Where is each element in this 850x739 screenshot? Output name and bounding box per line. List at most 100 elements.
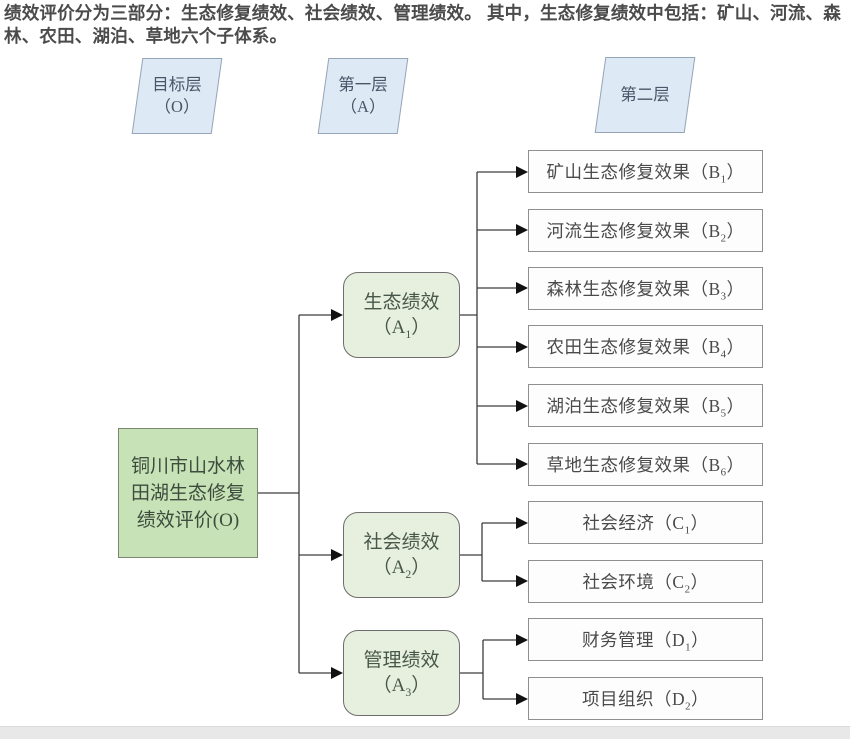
label-sub: 1 [684, 524, 691, 537]
code-suffix: ） [411, 675, 431, 696]
trunk-root-to-level1 [258, 314, 331, 674]
arrow-c1-icon [516, 517, 528, 529]
node-root-line: 铜川市山水林 [130, 455, 245, 477]
node-b3: 森林生态修复效果（B3） [528, 267, 763, 310]
node-b4: 农田生态修复效果（B4） [528, 325, 763, 368]
label-sub: 3 [720, 290, 727, 303]
arrow-b1-icon [516, 166, 528, 178]
node-b4-label: 农田生态修复效果（B4） [546, 334, 745, 361]
node-d2-label: 项目组织（D2） [581, 686, 710, 713]
intro-text: 绩效评价分为三部分：生态修复绩效、社会绩效、管理绩效。 其中，生态修复绩效中包括… [4, 3, 841, 46]
label-prefix: 财务管理（D [581, 630, 686, 650]
header-second-layer-label: 第二层 [601, 58, 689, 132]
label-prefix: 社会经济（C [582, 513, 685, 533]
node-a3-name: 管理绩效 [363, 650, 440, 671]
label-suffix: ） [726, 455, 745, 475]
node-root-line: 绩效评价(O) [136, 509, 240, 531]
header-goal-layer: 目标层 （O） [131, 58, 223, 134]
arrow-b4-icon [516, 341, 528, 353]
node-b1-label: 矿山生态修复效果（B1） [546, 159, 745, 186]
node-c2-label: 社会环境（C2） [582, 569, 709, 596]
label-sub: 5 [720, 407, 727, 420]
code-prefix: （A [372, 557, 406, 578]
code-suffix: ） [411, 557, 431, 578]
label-sub: 4 [720, 348, 727, 361]
trunk-a3-to-d [458, 639, 516, 700]
node-b1: 矿山生态修复效果（B1） [528, 150, 763, 193]
header-second-layer: 第二层 [594, 57, 696, 133]
node-d2: 项目组织（D2） [528, 677, 763, 720]
node-c1-label: 社会经济（C1） [582, 510, 709, 537]
arrow-b3-icon [516, 282, 528, 294]
node-b2: 河流生态修复效果（B2） [528, 209, 763, 252]
label-suffix: ） [690, 572, 709, 592]
arrow-a3-icon [331, 667, 343, 679]
label-suffix: ） [726, 396, 745, 416]
label-suffix: ） [726, 279, 745, 299]
node-d1-label: 财务管理（D1） [581, 627, 710, 654]
label-sub: 2 [685, 700, 692, 713]
label-prefix: 河流生态修复效果（B [546, 221, 721, 241]
node-b5-label: 湖泊生态修复效果（B5） [546, 393, 745, 420]
node-root: 铜川市山水林 田湖生态修复 绩效评价(O) [118, 428, 258, 558]
label-sub: 2 [720, 232, 727, 245]
page-bottom-strip [0, 726, 850, 739]
code-sub: 2 [405, 567, 412, 581]
label-prefix: 农田生态修复效果（B [546, 337, 721, 357]
label-prefix: 森林生态修复效果（B [546, 279, 721, 299]
label-prefix: 湖泊生态修复效果（B [546, 396, 721, 416]
label-prefix: 社会环境（C [582, 572, 685, 592]
code-prefix: （A [372, 675, 406, 696]
label-prefix: 项目组织（D [581, 689, 686, 709]
arrow-d1-icon [516, 634, 528, 646]
arrowheads [331, 166, 528, 705]
code-sub: 1 [405, 327, 412, 341]
node-a3: 管理绩效 （A3） [343, 630, 460, 716]
node-c2: 社会环境（C2） [528, 560, 763, 603]
node-b3-label: 森林生态修复效果（B3） [546, 276, 745, 303]
node-b5: 湖泊生态修复效果（B5） [528, 384, 763, 427]
header-line: 目标层 [152, 75, 202, 94]
code-suffix: ） [411, 317, 431, 338]
code-sub: 3 [405, 685, 412, 699]
node-c1: 社会经济（C1） [528, 501, 763, 544]
node-root-line: 田湖生态修复 [130, 482, 245, 504]
label-suffix: ） [691, 630, 710, 650]
header-line: 第一层 [338, 75, 388, 94]
arrow-d2-icon [516, 693, 528, 705]
arrow-a1-icon [331, 309, 343, 321]
header-goal-layer-label: 目标层 （O） [138, 59, 216, 133]
node-d1: 财务管理（D1） [528, 618, 763, 661]
arrow-c2-icon [516, 575, 528, 587]
label-sub: 6 [720, 466, 727, 479]
node-a2-code: （A2） [373, 555, 431, 580]
arrow-b2-icon [516, 224, 528, 236]
trunk-a1-to-b [460, 171, 516, 465]
node-a1-name: 生态绩效 [363, 292, 440, 313]
header-line: 第二层 [620, 85, 670, 104]
label-sub: 2 [684, 583, 691, 596]
label-suffix: ） [726, 337, 745, 357]
header-line: （A） [340, 97, 386, 116]
trunk-a2-to-c [460, 522, 516, 582]
label-prefix: 草地生态修复效果（B [546, 455, 721, 475]
label-prefix: 矿山生态修复效果（B [546, 162, 721, 182]
header-line: （O） [154, 97, 200, 116]
node-b6: 草地生态修复效果（B6） [528, 443, 763, 486]
label-suffix: ） [691, 689, 710, 709]
label-sub: 1 [720, 173, 727, 186]
label-sub: 1 [685, 641, 692, 654]
label-suffix: ） [690, 513, 709, 533]
label-suffix: ） [726, 162, 745, 182]
arrow-b5-icon [516, 400, 528, 412]
node-b2-label: 河流生态修复效果（B2） [546, 218, 745, 245]
connector-paths [258, 171, 516, 700]
code-prefix: （A [372, 317, 406, 338]
arrow-b6-icon [516, 458, 528, 470]
label-suffix: ） [726, 221, 745, 241]
node-a1-code: （A1） [373, 315, 431, 340]
header-first-layer-label: 第一层 （A） [324, 59, 402, 133]
arrow-a2-icon [331, 549, 343, 561]
